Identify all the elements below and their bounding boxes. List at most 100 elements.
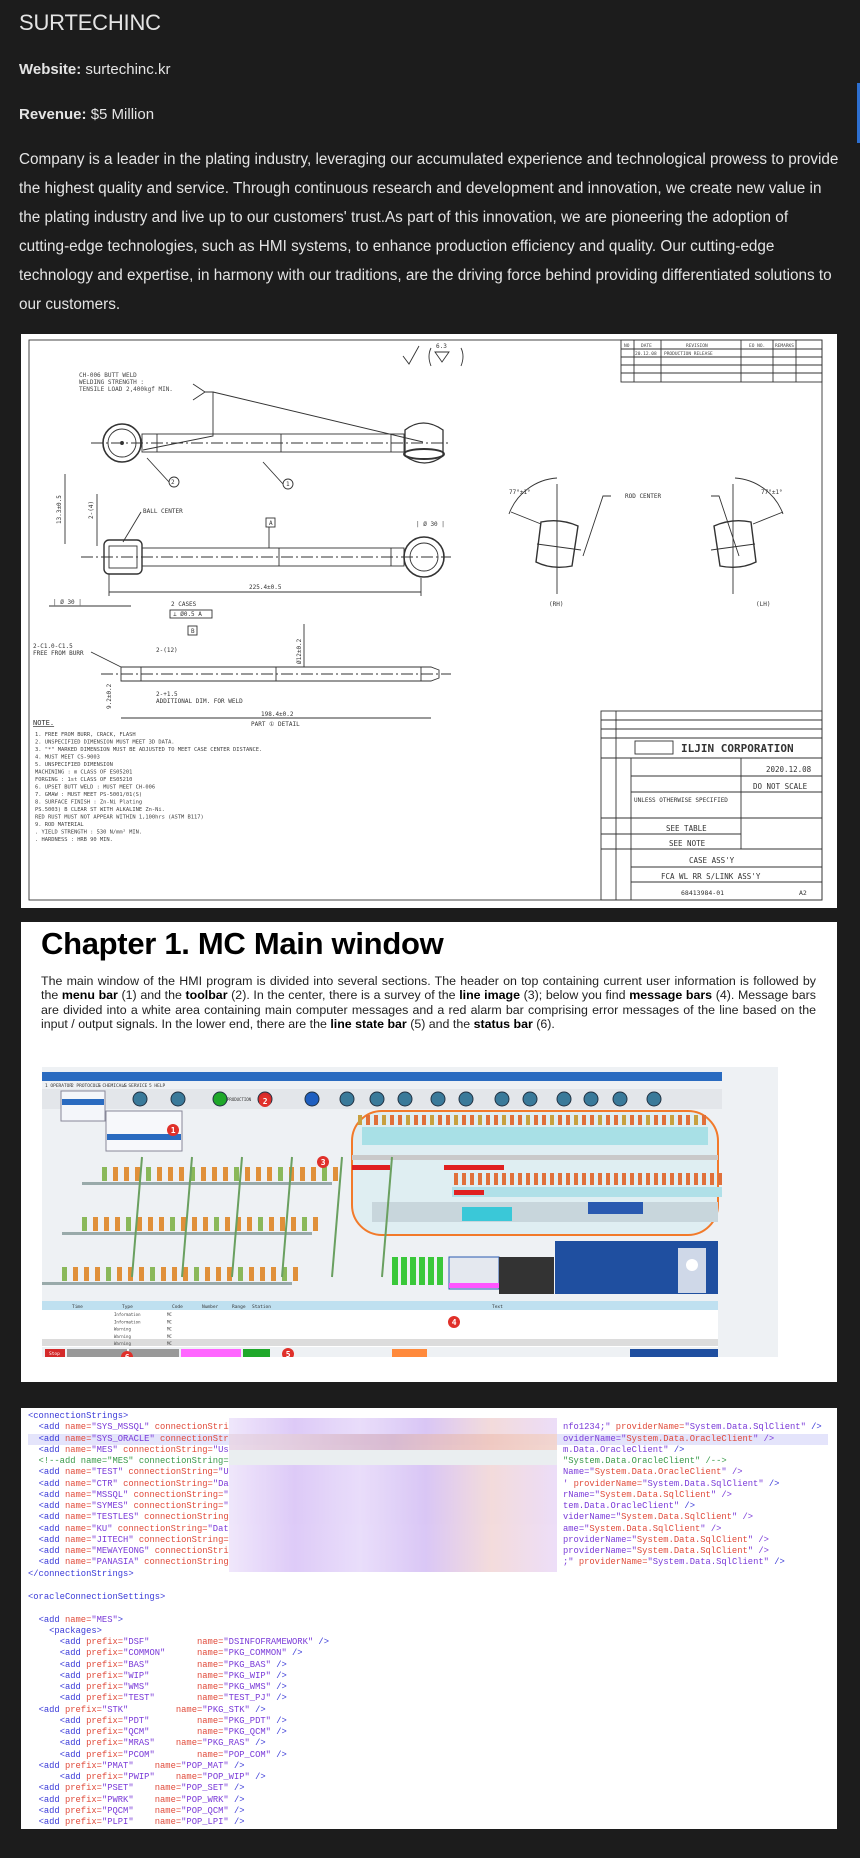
- toolbar-icon-button[interactable]: [170, 1091, 186, 1107]
- station-marker: [113, 1167, 118, 1181]
- chamfer-note-2: FREE FROM BURR: [33, 650, 84, 657]
- hmi-menu-item[interactable]: 5 HELP: [149, 1083, 166, 1089]
- station-marker: [192, 1217, 197, 1231]
- station-marker: [126, 1217, 131, 1231]
- station-marker: [446, 1115, 450, 1125]
- code-line: <packages>: [49, 1625, 102, 1636]
- station-marker: [542, 1115, 546, 1125]
- table-header: Code: [172, 1304, 183, 1310]
- station-marker: [454, 1173, 458, 1185]
- para-text: (3); below you find: [520, 988, 630, 1003]
- toolbar-icon-button[interactable]: [646, 1091, 662, 1107]
- scroll-indicator[interactable]: [857, 83, 860, 143]
- station-marker: [654, 1115, 658, 1125]
- callout-number: 2: [263, 1097, 268, 1106]
- hmi-menu-item[interactable]: 2 PROTOCOLS: [71, 1083, 101, 1089]
- station-marker: [216, 1267, 221, 1281]
- station-marker: [313, 1217, 318, 1231]
- balloon-1: 1: [286, 481, 290, 488]
- conveyor-track: [82, 1182, 332, 1185]
- station-marker: [462, 1115, 466, 1125]
- toolbar-icon-button[interactable]: [212, 1091, 228, 1107]
- toolbar-icon-button[interactable]: [583, 1091, 599, 1107]
- callout-marker: [121, 1351, 133, 1357]
- code-left: <!--add name="MES" connectionString=: [28, 1456, 229, 1466]
- table-header: Number: [202, 1304, 219, 1310]
- toolbar-icon-button[interactable]: [304, 1091, 320, 1107]
- hmi-status-bar: Stop: [45, 1349, 718, 1357]
- station-marker: [267, 1167, 272, 1181]
- rev-date: 20.12.08: [635, 351, 657, 357]
- note-line: 3. "*" MARKED DIMENSION MUST BE ADJUSTED…: [35, 747, 262, 753]
- station-marker: [526, 1173, 530, 1185]
- toolbar-icon-button[interactable]: [132, 1091, 148, 1107]
- station-marker: [478, 1173, 482, 1185]
- station-marker: [170, 1217, 175, 1231]
- hmi-menu-item[interactable]: 3 CHEMICALS: [97, 1083, 127, 1089]
- status-block: [67, 1349, 127, 1357]
- station-marker: [694, 1115, 698, 1125]
- toolbar-icon-button[interactable]: [369, 1091, 385, 1107]
- code-line: <add name="SYMES" connectionString="tem.…: [28, 1501, 828, 1512]
- station-marker: [582, 1173, 586, 1185]
- angle-rh: 77°±1°: [509, 489, 531, 496]
- hmi-menu-item[interactable]: 1 OPERATOR: [45, 1083, 72, 1089]
- note-line: RED RUST MUST NOT APPEAR WITHIN 1,100hrs…: [35, 815, 204, 821]
- code-right: rName="System.Data.SqlClient" />: [563, 1489, 732, 1500]
- tolerance-frame: ⊥ Ø0.5 A: [173, 611, 202, 618]
- weld-note-2: WELDING STRENGTH :: [79, 379, 144, 386]
- code-left: <add name="CTR" connectionString="Da: [38, 1478, 229, 1489]
- para-text: (5) and the: [406, 1016, 474, 1031]
- status-stop-label: Stop: [49, 1351, 60, 1357]
- station-marker: [190, 1167, 195, 1181]
- toolbar-icon-button[interactable]: [494, 1091, 510, 1107]
- station-marker: [646, 1173, 650, 1185]
- station-marker: [550, 1115, 554, 1125]
- website-link[interactable]: surtechinc.kr: [85, 61, 171, 78]
- row-code: MC: [167, 1319, 172, 1324]
- toolbar-icon-button[interactable]: [556, 1091, 572, 1107]
- note-line: 4. MUST MEET CS-9003: [35, 755, 100, 761]
- station-marker: [686, 1115, 690, 1125]
- toolbar-icon-button[interactable]: [522, 1091, 538, 1107]
- toolbar-production-label: PRODUCTION: [227, 1097, 252, 1102]
- status-stop-button[interactable]: [45, 1349, 65, 1357]
- toolbar-icon-button[interactable]: [612, 1091, 628, 1107]
- station-marker: [590, 1173, 594, 1185]
- station-marker: [148, 1217, 153, 1231]
- status-block: [630, 1349, 718, 1357]
- dim-198: 198.4±0.2: [261, 711, 294, 718]
- station-marker: [414, 1115, 418, 1125]
- station-marker: [333, 1167, 338, 1181]
- code-left: <add name="TEST" connectionString="U: [38, 1467, 229, 1478]
- station-marker: [486, 1115, 490, 1125]
- station-marker: [437, 1257, 443, 1285]
- station-marker: [502, 1173, 506, 1185]
- datum-b: B: [191, 628, 195, 635]
- sheet-size: A2: [799, 889, 807, 897]
- redacted-area: [229, 1418, 557, 1572]
- table-header: Text: [492, 1304, 503, 1310]
- hmi-menu-item[interactable]: 4 SERVICE: [123, 1083, 148, 1089]
- code-line: <add name="PANASIA" connectionString;" p…: [28, 1557, 828, 1568]
- code-line: <add prefix="PWIP" name="POP_WIP" />: [59, 1772, 266, 1782]
- code-right: viderName="System.Data.SqlClient" />: [563, 1512, 754, 1523]
- support-beam: [231, 1156, 243, 1278]
- toolbar-icon-button[interactable]: [397, 1091, 413, 1107]
- toolbar-icon-button[interactable]: [430, 1091, 446, 1107]
- term-toolbar: toolbar: [185, 988, 228, 1003]
- callout-marker: [448, 1316, 460, 1328]
- table-header: Type: [122, 1304, 133, 1310]
- station-marker: [550, 1173, 554, 1185]
- code-left: <add name="KU" connectionString="Dat: [38, 1523, 229, 1534]
- station-marker: [694, 1173, 698, 1185]
- station-marker: [73, 1267, 78, 1281]
- toolbar-icon-button[interactable]: [458, 1091, 474, 1107]
- toolbar-icon-button[interactable]: [339, 1091, 355, 1107]
- station-marker: [494, 1115, 498, 1125]
- station-marker: [662, 1115, 666, 1125]
- upper-rod-view: [91, 422, 451, 490]
- code-line: <add prefix="COMMON" name="PKG_COMMON" /…: [59, 1648, 303, 1659]
- hmi-manual-image: Chapter 1. MC Main window The main windo…: [21, 922, 837, 1382]
